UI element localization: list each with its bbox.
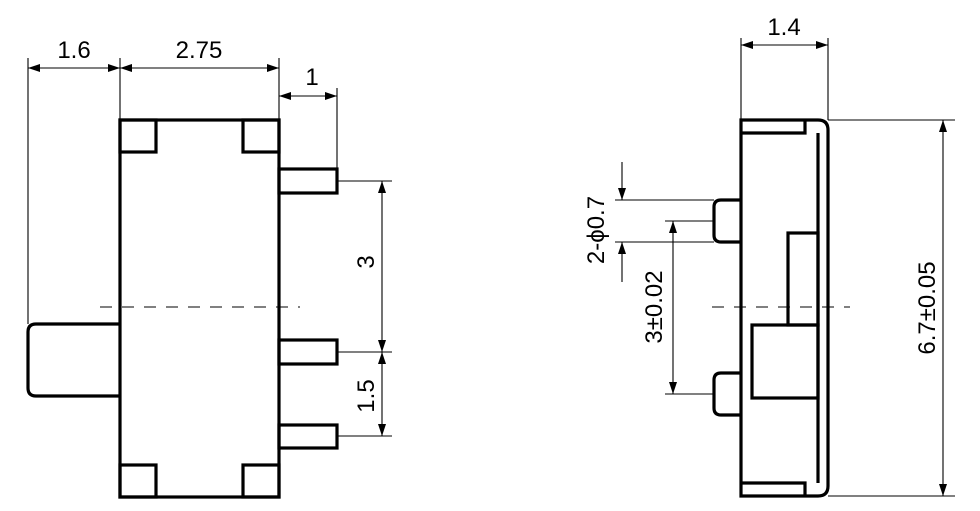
dim-text-thickness: 1.4 <box>767 14 800 41</box>
slide-lever <box>26 322 120 398</box>
pin-1 <box>277 167 339 195</box>
dim-text-body-width: 2.75 <box>176 37 223 64</box>
dim-text-lever-offset: 1.6 <box>57 37 90 64</box>
housing-outline <box>739 118 830 498</box>
corner-pad-top-right <box>241 118 281 154</box>
slider-block-upper <box>786 231 820 327</box>
corner-pad-bottom-right <box>241 463 281 499</box>
dim-text-pin-length: 1 <box>305 64 318 91</box>
left-view: 1.6 2.75 1 3 1.5 <box>26 37 392 499</box>
post-lower <box>712 371 741 417</box>
dim-text-post-pitch: 3±0.02 <box>641 270 668 343</box>
right-view: 1.4 6.7±0.05 3±0.02 2-ϕ0.7 <box>583 14 955 498</box>
slider-block-lower <box>750 323 820 400</box>
pin-2 <box>277 338 339 366</box>
corner-pad-top-left <box>118 118 158 154</box>
dim-text-pin-pitch-large: 3 <box>353 255 380 268</box>
inner-lip-top <box>741 120 807 135</box>
switch-body-outline <box>118 118 281 499</box>
inner-lip-bottom <box>741 481 807 496</box>
dim-text-pin-pitch-small: 1.5 <box>353 379 380 412</box>
pin-3 <box>277 423 339 450</box>
post-upper <box>712 198 741 244</box>
dim-text-post-diameter: 2-ϕ0.7 <box>583 196 610 264</box>
dim-text-height: 6.7±0.05 <box>914 261 941 354</box>
corner-pad-bottom-left <box>118 463 158 499</box>
